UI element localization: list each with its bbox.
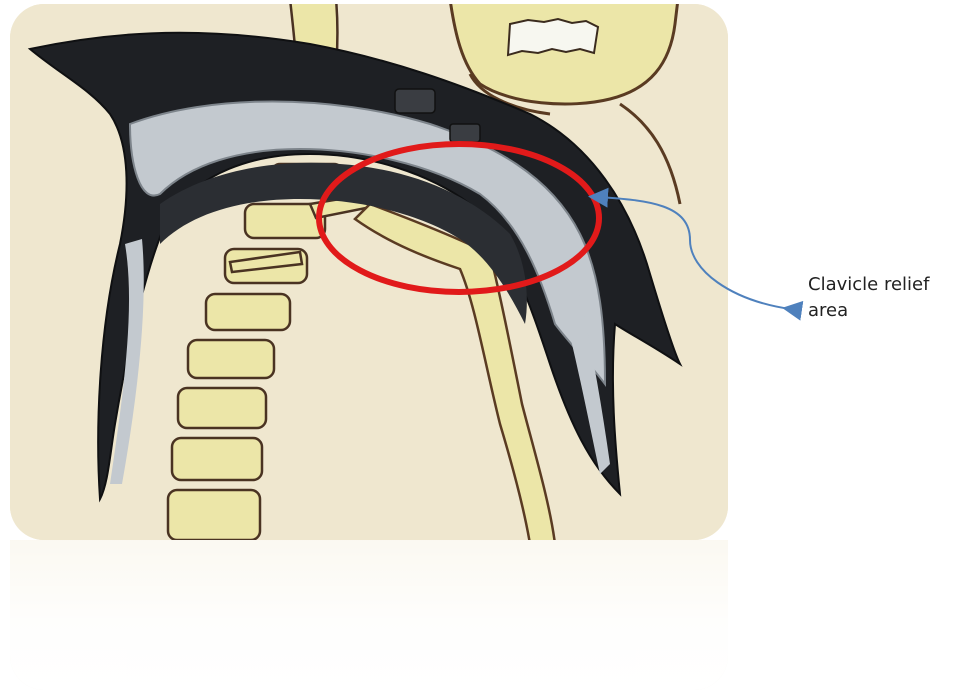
callout-label-line2: area	[808, 298, 958, 324]
callout-label: Clavicle relief area	[808, 272, 958, 324]
callout-label-line1: Clavicle relief	[808, 272, 958, 298]
photo-reflection	[10, 540, 728, 690]
neck-brace-photo	[10, 4, 728, 540]
reflection-fade	[10, 540, 728, 690]
photo-frame	[10, 4, 728, 540]
